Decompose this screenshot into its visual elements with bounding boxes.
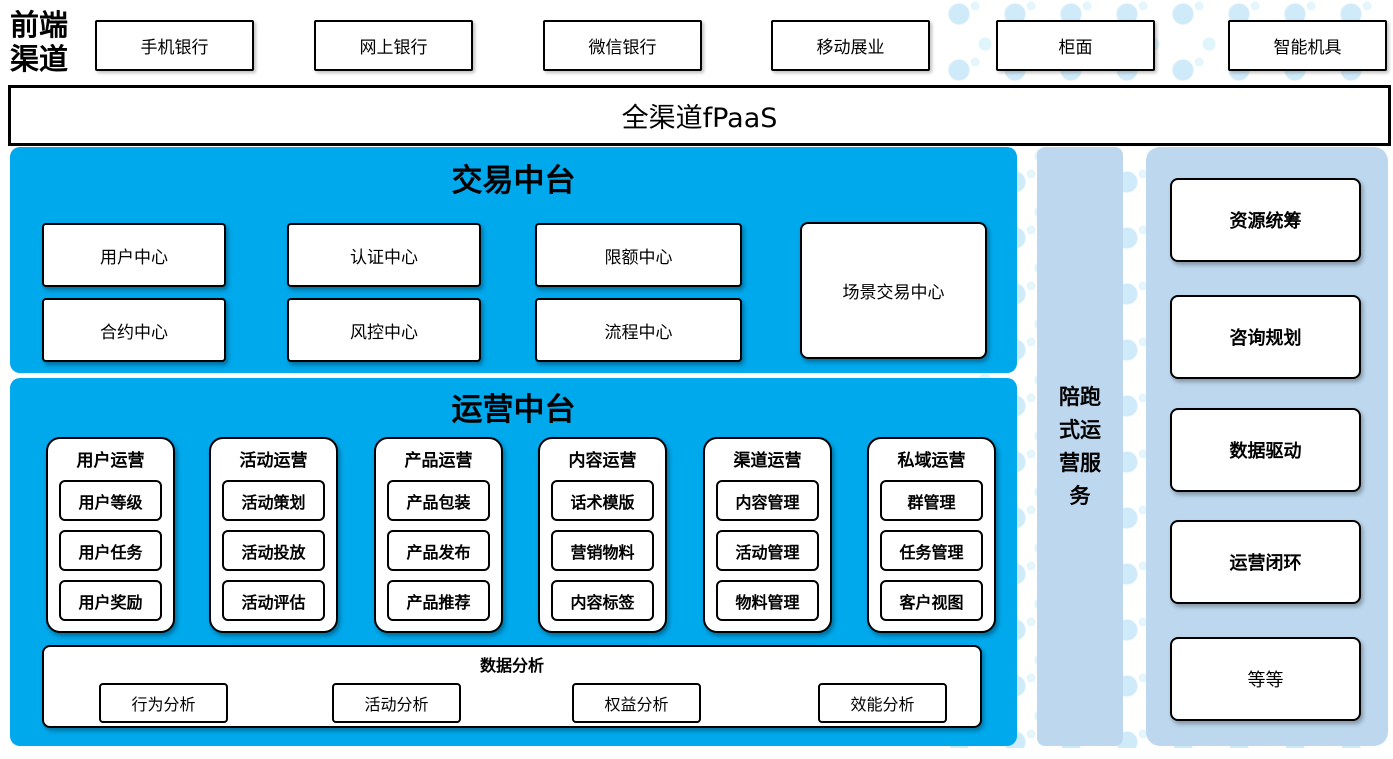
trade-platform-section: 交易中台 用户中心 认证中心 限额中心 合约中心 风控中心 流程中心 场景交易中… <box>10 147 1017 373</box>
trade-platform-title: 交易中台 <box>451 163 576 199</box>
box-process-center: 流程中心 <box>535 298 742 362</box>
box-consulting-planning: 咨询规划 <box>1170 295 1361 379</box>
channel-box-smart-devices: 智能机具 <box>1228 20 1387 71</box>
group-item: 用户等级 <box>59 480 162 521</box>
box-behavior-analysis: 行为分析 <box>99 683 228 723</box>
operation-platform-title: 运营中台 <box>451 392 576 428</box>
group-title: 产品运营 <box>404 451 473 471</box>
group-channel-operation: 渠道运营 内容管理 活动管理 物料管理 <box>703 437 832 633</box>
group-item: 产品发布 <box>387 530 490 571</box>
group-product-operation: 产品运营 产品包装 产品发布 产品推荐 <box>374 437 503 633</box>
box-limit-center: 限额中心 <box>535 223 742 287</box>
group-item: 话术模版 <box>551 480 654 521</box>
group-content-operation: 内容运营 话术模版 营销物料 内容标签 <box>538 437 667 633</box>
data-analysis-title: 数据分析 <box>479 656 544 675</box>
box-efficiency-analysis: 效能分析 <box>818 683 947 723</box>
box-rights-analysis: 权益分析 <box>572 683 701 723</box>
operation-platform-section: 运营中台 用户运营 用户等级 用户任务 用户奖励 活动运营 活动策划 活动投放 … <box>10 378 1017 746</box>
group-item: 产品推荐 <box>387 580 490 621</box>
group-title: 活动运营 <box>239 451 308 471</box>
group-item: 营销物料 <box>551 530 654 571</box>
group-item: 客户视图 <box>880 580 983 621</box>
channel-box-wechat-banking: 微信银行 <box>543 20 702 71</box>
group-item: 活动投放 <box>222 530 325 571</box>
front-channels-label: 前端渠道 <box>10 8 69 77</box>
group-item: 内容管理 <box>716 480 819 521</box>
group-user-operation: 用户运营 用户等级 用户任务 用户奖励 <box>46 437 175 633</box>
channel-box-online-banking: 网上银行 <box>314 20 473 71</box>
group-title: 私域运营 <box>897 451 966 471</box>
group-item: 活动策划 <box>222 480 325 521</box>
box-data-driven: 数据驱动 <box>1170 408 1361 492</box>
box-user-center: 用户中心 <box>42 223 226 287</box>
group-item: 任务管理 <box>880 530 983 571</box>
group-item: 活动管理 <box>716 530 819 571</box>
side-service-bar: 陪跑式运营服务 <box>1037 147 1123 746</box>
right-service-column: 资源统筹 咨询规划 数据驱动 运营闭环 等等 <box>1146 147 1388 746</box>
box-resource-coordination: 资源统筹 <box>1170 178 1361 262</box>
group-title: 渠道运营 <box>733 451 802 471</box>
group-item: 用户奖励 <box>59 580 162 621</box>
group-item: 内容标签 <box>551 580 654 621</box>
data-analysis-panel: 数据分析 行为分析 活动分析 权益分析 效能分析 <box>42 645 982 728</box>
box-risk-center: 风控中心 <box>287 298 481 362</box>
box-activity-analysis: 活动分析 <box>332 683 461 723</box>
box-operation-loop: 运营闭环 <box>1170 520 1361 604</box>
fpaas-bar: 全渠道fPaaS <box>8 85 1391 146</box>
side-service-label: 陪跑式运营服务 <box>1059 384 1101 508</box>
group-item: 产品包装 <box>387 480 490 521</box>
group-item: 活动评估 <box>222 580 325 621</box>
box-contract-center: 合约中心 <box>42 298 226 362</box>
channel-box-mobile-banking: 手机银行 <box>95 20 254 71</box>
group-activity-operation: 活动运营 活动策划 活动投放 活动评估 <box>209 437 338 633</box>
group-item: 物料管理 <box>716 580 819 621</box>
group-item: 群管理 <box>880 480 983 521</box>
group-title: 内容运营 <box>568 451 637 471</box>
box-scenario-trade-center: 场景交易中心 <box>800 222 987 359</box>
channel-box-counter: 柜面 <box>996 20 1155 71</box>
group-item: 用户任务 <box>59 530 162 571</box>
channel-box-mobile-sales: 移动展业 <box>771 20 930 71</box>
box-auth-center: 认证中心 <box>287 223 481 287</box>
box-etc: 等等 <box>1170 637 1361 721</box>
group-title: 用户运营 <box>76 451 145 471</box>
group-private-domain-operation: 私域运营 群管理 任务管理 客户视图 <box>867 437 996 633</box>
